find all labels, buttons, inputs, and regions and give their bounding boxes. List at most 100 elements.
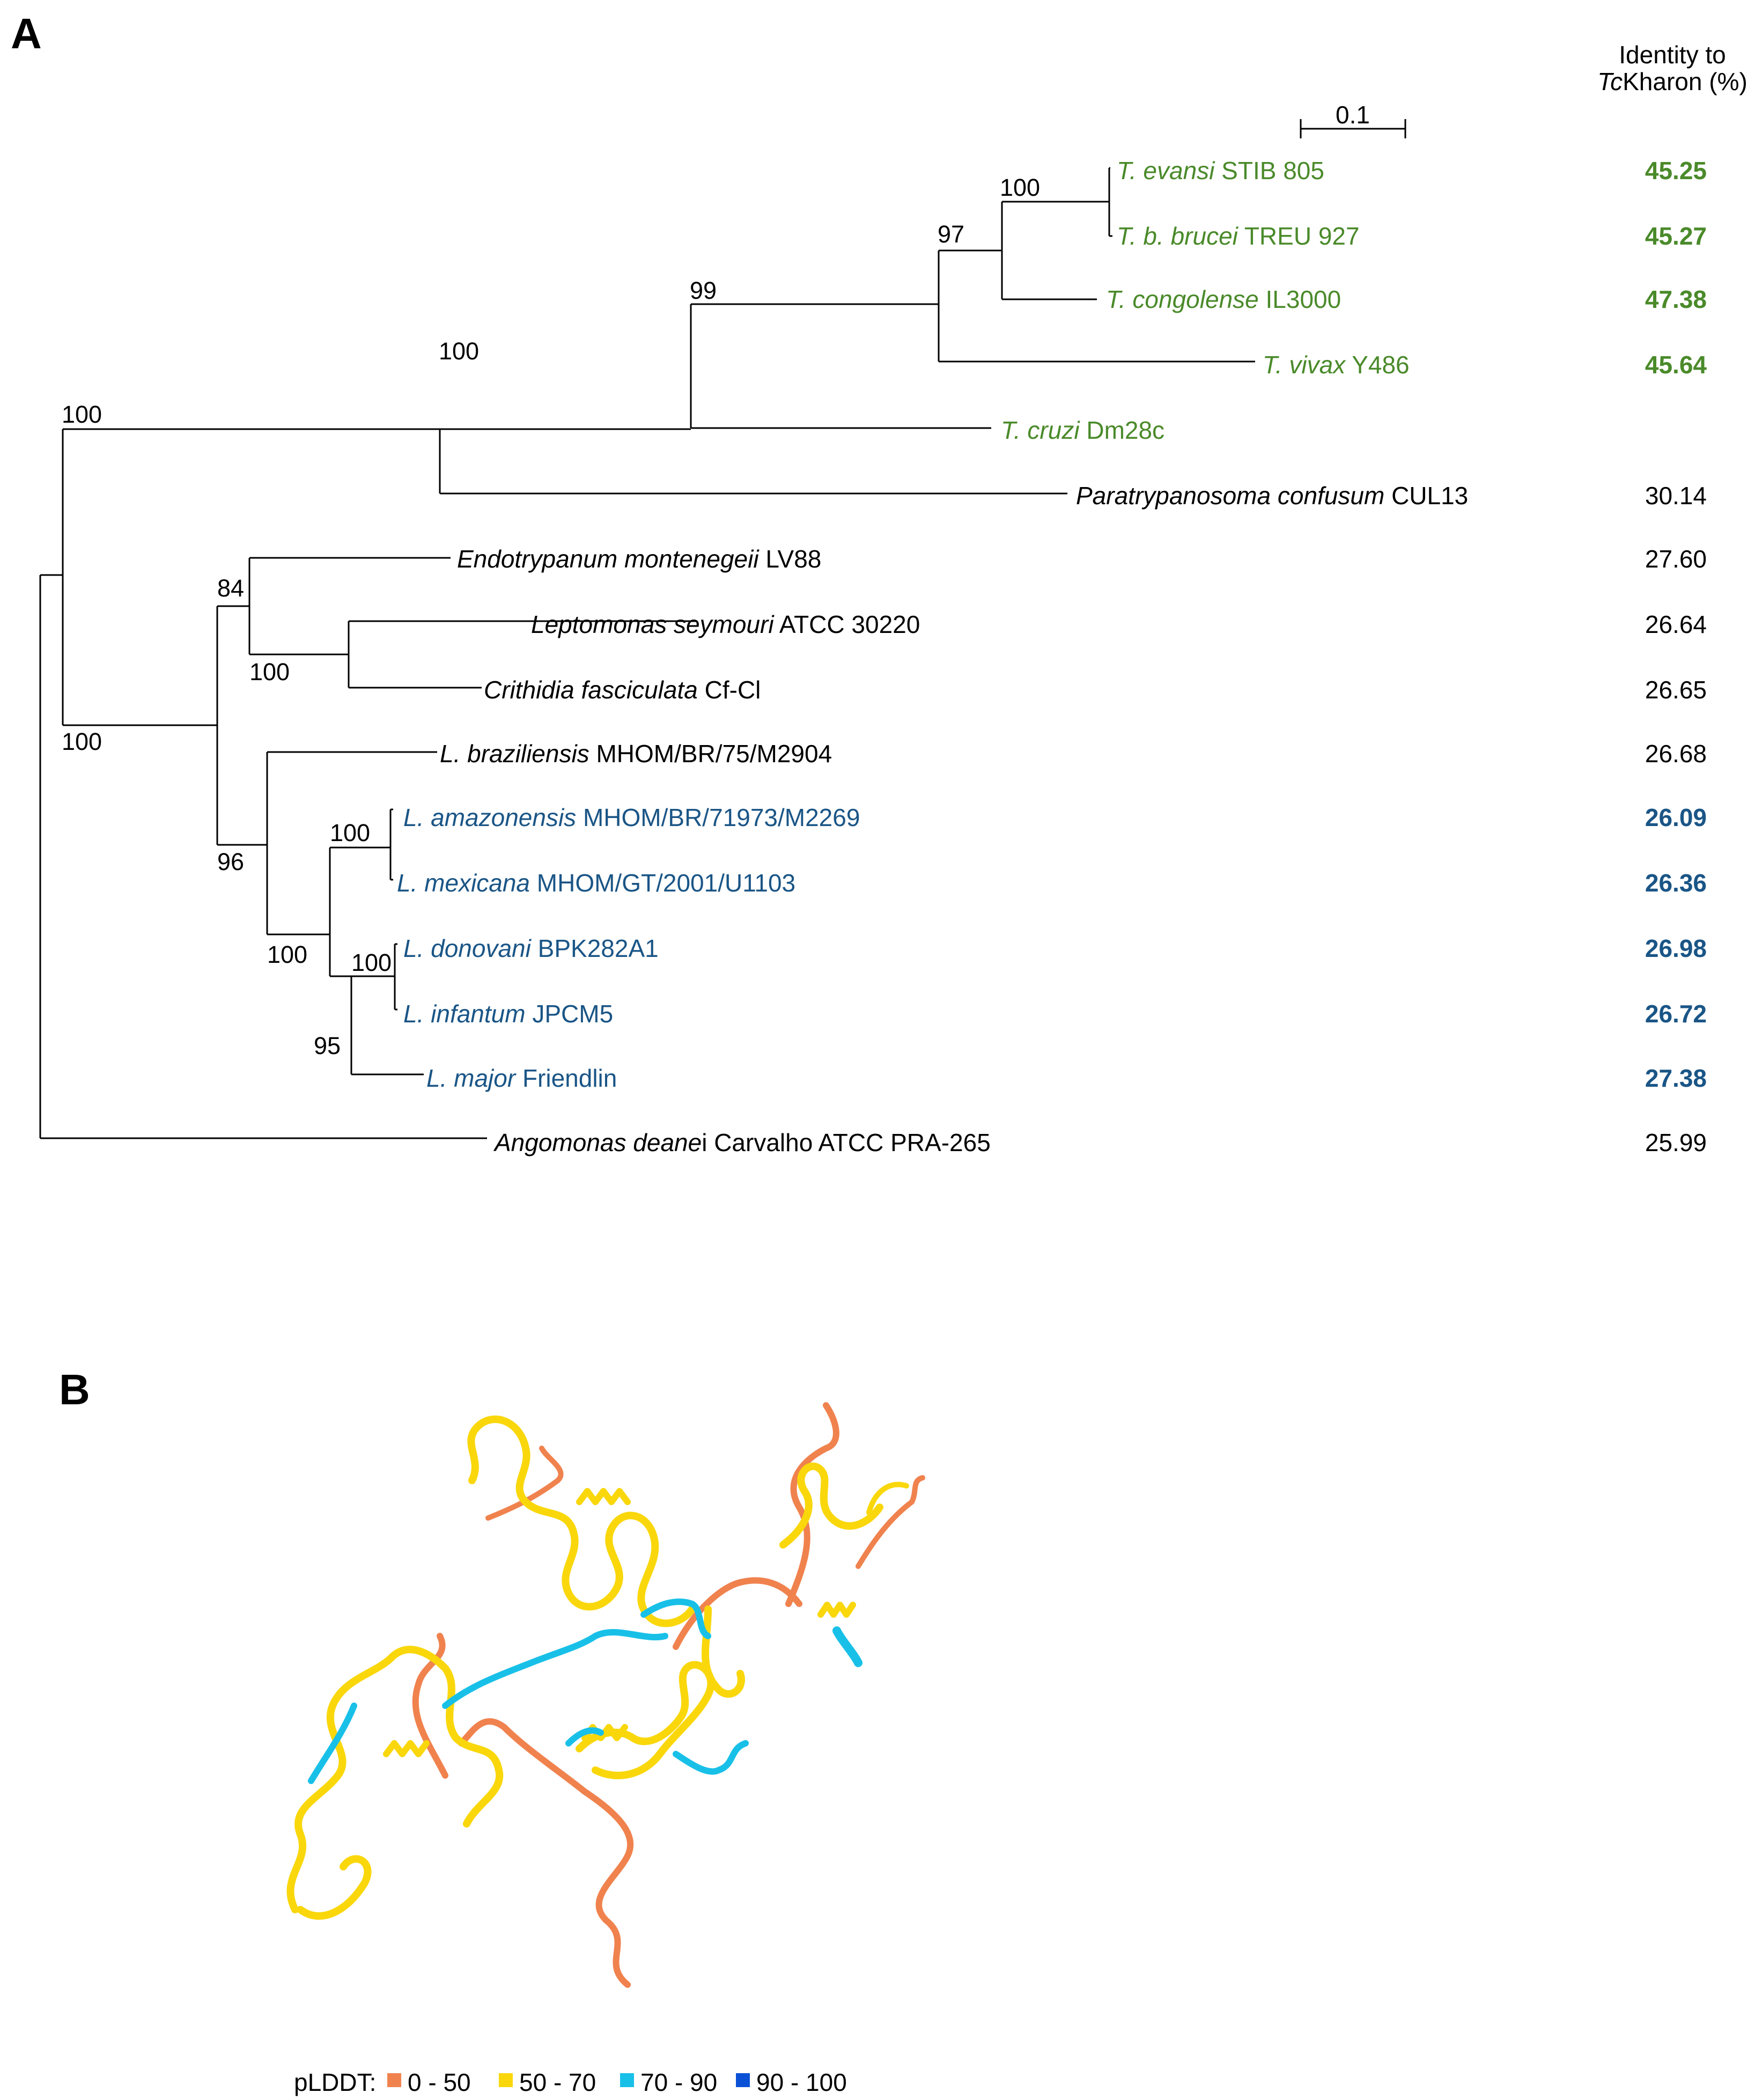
bootstrap-label: 97: [938, 220, 964, 248]
taxon-label: T. evansi STIB 805: [1117, 157, 1324, 185]
identity-value: 27.60: [1645, 545, 1707, 573]
legend-swatch: [736, 2073, 750, 2087]
legend-title: pLDDT:: [294, 2068, 376, 2096]
taxon-label: Crithidia fasciculata Cf-Cl: [484, 676, 761, 704]
bootstrap-label: 100: [351, 949, 392, 976]
taxon-species: Crithidia fasciculata: [484, 676, 698, 704]
taxon-species: Angomonas deane: [493, 1129, 702, 1156]
taxon-species: T. evansi: [1117, 157, 1215, 185]
taxon-strain: MHOM/BR/71973/M2269: [576, 804, 860, 831]
bootstrap-label: 100: [62, 728, 102, 755]
bootstrap-values: 100 97 99 100 100 84 100 100 96 100 100 …: [62, 174, 1040, 1059]
identity-header-italic: Tc: [1597, 68, 1623, 95]
bootstrap-label: 96: [217, 848, 244, 875]
taxon-strain: BPK282A1: [531, 934, 659, 962]
legend-swatch: [620, 2073, 634, 2087]
plddt-legend: pLDDT: 0 - 50 50 - 70 70 - 90 90 - 100: [294, 2068, 847, 2096]
taxon-strain: LV88: [759, 545, 822, 573]
taxon-strain: Cf-Cl: [698, 676, 761, 704]
identity-value: 47.38: [1645, 285, 1707, 313]
taxon-label: Endotrypanum montenegeii LV88: [457, 545, 821, 573]
taxon-label: L. infantum JPCM5: [403, 1000, 613, 1028]
taxon-species: L. mexicana: [397, 869, 530, 897]
taxon-label: Paratrypanosoma confusum CUL13: [1076, 482, 1468, 510]
taxon-strain: Y486: [1345, 351, 1409, 379]
taxon-label: T. cruzi Dm28c: [1001, 416, 1164, 444]
identity-header-line2: TcKharon (%): [1597, 68, 1748, 95]
taxon-strain: Dm28c: [1080, 416, 1164, 444]
taxon-label: L. mexicana MHOM/GT/2001/U1103: [397, 869, 795, 897]
taxon-species: L. braziliensis: [440, 740, 589, 768]
identity-value: 26.36: [1645, 869, 1707, 897]
taxon-strain: ATCC 30220: [774, 610, 920, 638]
bootstrap-label: 100: [439, 337, 479, 365]
taxon-species: Leptomonas seymouri: [531, 610, 775, 638]
taxon-species: Paratrypanosoma confusum: [1076, 482, 1384, 510]
taxon-species: Endotrypanum montenegeii: [457, 545, 760, 573]
taxon-species: L. infantum: [403, 1000, 526, 1028]
bootstrap-label: 100: [1000, 174, 1040, 201]
identity-value: 25.99: [1645, 1129, 1707, 1156]
taxon-strain: Friendlin: [515, 1064, 617, 1092]
bootstrap-label: 95: [314, 1032, 341, 1059]
bootstrap-label: 99: [690, 277, 717, 304]
legend-label: 0 - 50: [408, 2068, 471, 2096]
taxon-species: T. cruzi: [1001, 416, 1080, 444]
identity-value: 26.98: [1645, 934, 1707, 962]
protein-structure-image: [286, 1402, 925, 1988]
bootstrap-label: 100: [249, 658, 290, 686]
legend-label: 70 - 90: [640, 2068, 717, 2096]
taxon-species: T. b. brucei: [1117, 222, 1239, 250]
scale-bar: 0.1: [1300, 101, 1406, 138]
identity-header-line1: Identity to: [1619, 41, 1726, 69]
identity-value: 27.38: [1645, 1064, 1707, 1092]
identity-header-rest: Kharon (%): [1623, 68, 1748, 95]
taxon-strain: MHOM/BR/75/M2904: [589, 740, 832, 768]
taxon-species: L. amazonensis: [403, 804, 576, 831]
identity-value: 45.64: [1645, 351, 1707, 379]
bootstrap-label: 100: [62, 401, 102, 428]
taxon-strain: MHOM/GT/2001/U1103: [530, 869, 795, 897]
taxon-strain: TREU 927: [1238, 222, 1360, 250]
identity-value: 26.64: [1645, 610, 1707, 638]
taxon-species: T. vivax: [1263, 351, 1346, 379]
legend-swatch: [499, 2073, 513, 2087]
taxon-label: Leptomonas seymouri ATCC 30220: [531, 610, 920, 638]
bootstrap-label: 100: [267, 941, 307, 968]
taxon-strain: STIB 805: [1214, 157, 1324, 185]
taxon-species: L. donovani: [403, 934, 532, 962]
panel-b-label: B: [59, 1366, 90, 1413]
identity-value: 45.25: [1645, 157, 1707, 185]
taxon-label: T. b. brucei TREU 927: [1117, 222, 1360, 250]
taxon-strain: IL3000: [1259, 285, 1341, 313]
bootstrap-label: 84: [217, 574, 244, 602]
taxon-label: L. donovani BPK282A1: [403, 934, 659, 962]
taxon-strain: JPCM5: [526, 1000, 614, 1028]
taxon-label: T. vivax Y486: [1263, 351, 1410, 379]
legend-label: 50 - 70: [519, 2068, 596, 2096]
identity-value: 26.72: [1645, 1000, 1707, 1028]
phylogenetic-tree: [39, 167, 1255, 1139]
taxon-strain: i Carvalho ATCC PRA-265: [702, 1129, 991, 1156]
identity-value: 30.14: [1645, 482, 1707, 510]
taxon-strain: CUL13: [1384, 482, 1468, 510]
identity-value: 26.09: [1645, 804, 1707, 831]
taxon-label: Angomonas deanei Carvalho ATCC PRA-265: [493, 1129, 991, 1156]
identity-value: 26.65: [1645, 676, 1707, 704]
identity-values: 45.25 45.27 47.38 45.64 30.14 27.60 26.64 26.65…: [1645, 157, 1707, 1156]
taxon-label: L. amazonensis MHOM/BR/71973/M2269: [403, 804, 860, 831]
bootstrap-label: 100: [330, 819, 370, 846]
taxon-species: T. congolense: [1106, 285, 1259, 313]
taxon-label: T. congolense IL3000: [1106, 285, 1341, 313]
legend-label: 90 - 100: [756, 2068, 847, 2096]
identity-value: 45.27: [1645, 222, 1707, 250]
taxon-species: L. major: [426, 1064, 517, 1092]
panel-a-label: A: [11, 10, 42, 57]
identity-value: 26.68: [1645, 740, 1707, 768]
scale-bar-label: 0.1: [1336, 101, 1370, 129]
taxon-label: L. major Friendlin: [426, 1064, 617, 1092]
taxon-label: L. braziliensis MHOM/BR/75/M2904: [440, 740, 832, 768]
legend-swatch: [387, 2073, 401, 2087]
